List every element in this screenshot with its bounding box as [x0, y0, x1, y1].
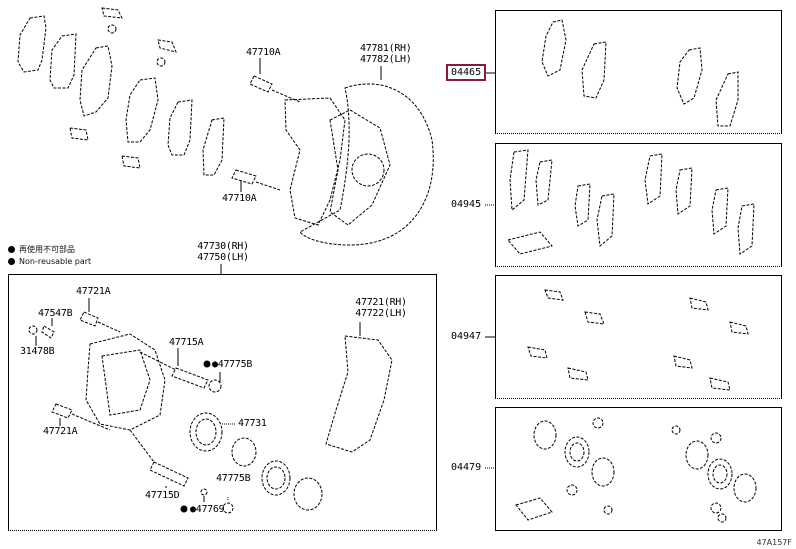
clip-outline [584, 311, 605, 325]
boot-outline [564, 436, 590, 468]
figure-code: 47A157F [756, 538, 792, 547]
legend-text: 再使用不可部品 [19, 245, 75, 254]
part-label-bolt-bottom[interactable]: 47710A [222, 193, 257, 204]
clip-outline [101, 7, 123, 19]
shim-outline [711, 187, 729, 235]
kit-label[interactable]: 04479 [451, 462, 482, 473]
part-label-mounting-rh[interactable]: 47721(RH) [355, 297, 407, 308]
legend-item-en: Non-reusable part [8, 257, 91, 266]
part-label-boot-top[interactable]: ●47775B [212, 359, 253, 370]
clip-outline [121, 155, 141, 169]
clip-outline [157, 39, 177, 53]
filled-dot-icon [8, 246, 15, 253]
seal-ring-outline [231, 437, 257, 467]
clip-outline [107, 24, 117, 34]
kit-box-pad-set [495, 10, 782, 134]
bolt-outline [231, 169, 257, 185]
kit-label[interactable]: 04945 [451, 199, 482, 210]
boot-outline [261, 460, 291, 496]
steering-knuckle-outline [329, 109, 391, 226]
seal-ring-outline [533, 420, 557, 450]
mounting-bracket-outline [284, 97, 346, 226]
bleeder-outline [41, 325, 55, 339]
mounting-outline [325, 335, 393, 453]
shim-outline [675, 167, 693, 215]
pad-outline [581, 41, 607, 99]
grease-packet-outline [515, 497, 553, 521]
part-label-dust-cover-lh[interactable]: 47782(LH) [360, 54, 412, 65]
pad-outline [125, 77, 159, 143]
pad-outline [715, 71, 739, 127]
part-label-caliper-rh[interactable]: 47730(RH) [197, 241, 249, 252]
legend-text: Non-reusable part [19, 257, 92, 266]
pad-outline [541, 19, 567, 77]
boot-outline [208, 379, 222, 393]
bolt-outline [51, 403, 73, 419]
non-reusable-dot-icon [180, 505, 188, 513]
piston-outline [189, 412, 223, 452]
part-label-seal[interactable]: ●47769 [190, 504, 225, 515]
clip-outline [729, 321, 749, 335]
seal-ring-outline [685, 440, 709, 470]
shim-outline [737, 203, 755, 255]
part-label-bleeder[interactable]: 47547B [38, 308, 73, 319]
legend-item-jp: 再使用不可部品 [8, 244, 75, 255]
clip-outline [69, 127, 89, 141]
part-label-mounting-lh[interactable]: 47722(LH) [355, 308, 407, 319]
pad-outline [676, 47, 703, 105]
pad-outline [17, 15, 47, 73]
part-label-pin-d[interactable]: 47715D [145, 490, 180, 501]
pad-outline [79, 45, 113, 117]
guide-pin-outline [171, 367, 209, 389]
shim-outline [167, 99, 193, 156]
part-label-cap[interactable]: 31478B [20, 346, 55, 357]
clip-outline [156, 57, 166, 67]
shim-outline [202, 117, 225, 176]
non-reusable-dot-icon [203, 360, 211, 368]
seal-ring-outline [591, 457, 615, 487]
kit-box-shim-kit [495, 143, 782, 267]
shim-outline [535, 159, 553, 206]
clip-outline [544, 289, 564, 301]
part-label-caliper-lh[interactable]: 47750(LH) [197, 252, 249, 263]
guide-pin-outline [149, 461, 189, 487]
shim-outline [596, 193, 615, 247]
boot-outline [222, 502, 234, 514]
seal-outline [200, 488, 208, 496]
grease-packet-outline [507, 231, 553, 255]
kit-box-cylinder-kit [495, 407, 782, 531]
kit-label-highlighted[interactable]: 04465 [446, 64, 487, 81]
part-label-bolt-top[interactable]: 47710A [246, 47, 281, 58]
part-label-bolt-a-top[interactable]: 47721A [76, 286, 111, 297]
shim-outline [574, 183, 591, 227]
bolt-outline [79, 311, 99, 327]
filled-dot-icon [8, 258, 15, 265]
part-label-pin-a[interactable]: 47715A [169, 337, 204, 348]
seal-ring-outline [293, 477, 323, 511]
clip-outline [689, 297, 709, 311]
kit-label[interactable]: 04947 [451, 331, 482, 342]
shim-outline [644, 153, 663, 205]
part-label-boot-bottom[interactable]: 47775B [216, 473, 251, 484]
cap-outline [28, 325, 38, 335]
dust-cover-outline [299, 83, 434, 246]
caliper-assembly-group-box [8, 274, 437, 531]
clip-outline [673, 355, 693, 369]
part-label-bolt-a-bottom[interactable]: 47721A [43, 426, 78, 437]
caliper-body-outline [85, 333, 166, 431]
clip-outline [527, 346, 548, 359]
bolt-outline [249, 75, 273, 93]
shim-outline [509, 149, 529, 212]
shim-outline [49, 33, 77, 89]
part-label-dust-cover-rh[interactable]: 47781(RH) [360, 43, 412, 54]
boot-outline [707, 458, 733, 490]
seal-ring-outline [733, 473, 757, 503]
kit-box-support-plate-kit [495, 275, 782, 399]
part-label-piston[interactable]: 47731 [238, 418, 267, 429]
